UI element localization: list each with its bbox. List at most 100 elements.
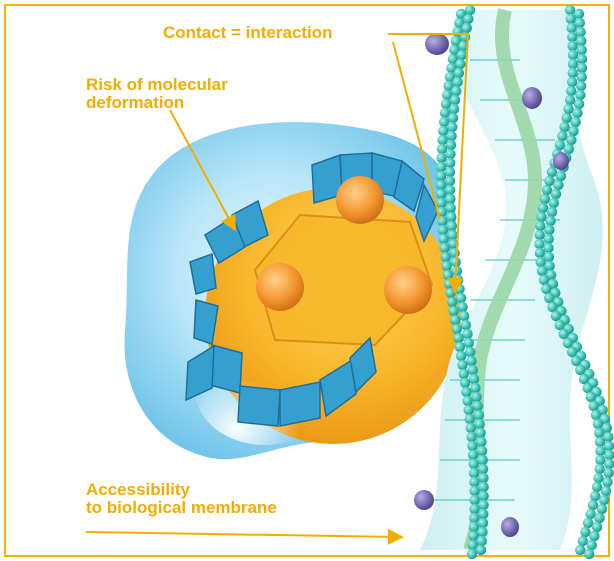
- lipid-head: [595, 437, 605, 447]
- lipid-head: [556, 171, 566, 181]
- lipid-head: [545, 216, 555, 226]
- lipid-head: [436, 162, 446, 172]
- lipid-head: [465, 414, 475, 424]
- lipid-head: [537, 266, 547, 276]
- lipid-head: [439, 234, 449, 244]
- lipid-head: [470, 383, 480, 393]
- lipid-head: [551, 311, 561, 321]
- lipid-head: [534, 239, 544, 249]
- lipid-head: [604, 450, 614, 460]
- lipid-head: [445, 167, 455, 177]
- lipid-head: [575, 90, 585, 100]
- lipid-head: [577, 63, 587, 73]
- lipid-head: [478, 482, 488, 492]
- lipid-head: [575, 545, 585, 555]
- lipid-head: [575, 365, 585, 375]
- lipid-head: [577, 54, 587, 64]
- lipid-head: [597, 504, 607, 514]
- lipid-head: [455, 59, 465, 69]
- atom-top: [336, 176, 384, 224]
- lipid-head: [565, 5, 575, 15]
- lipid-head: [466, 432, 476, 442]
- lipid-head: [593, 419, 603, 429]
- lipid-head: [584, 549, 594, 559]
- lipid-head: [449, 248, 459, 258]
- contact-label-text: Contact = interaction: [163, 24, 333, 42]
- lipid-head: [547, 207, 557, 217]
- lipid-head: [594, 428, 604, 438]
- lipid-head: [457, 302, 467, 312]
- lipid-head: [555, 320, 565, 330]
- lipid-head: [445, 185, 455, 195]
- lipid-head: [450, 315, 460, 325]
- lipid-head: [464, 338, 474, 348]
- lipid-head: [445, 158, 455, 168]
- lipid-head: [462, 396, 472, 406]
- membrane-protein: [414, 490, 434, 510]
- lipid-head: [566, 86, 576, 96]
- lipid-head: [576, 81, 586, 91]
- lipid-head: [567, 77, 577, 87]
- lipid-head: [536, 257, 546, 267]
- lipid-head: [577, 45, 587, 55]
- membrane-protein: [425, 33, 449, 55]
- lipid-head: [586, 392, 596, 402]
- lipid-head: [477, 527, 487, 537]
- lipid-head: [604, 459, 614, 469]
- lipid-head: [578, 536, 588, 546]
- lipid-head: [577, 72, 587, 82]
- lipid-head: [592, 482, 602, 492]
- lipid-head: [453, 333, 463, 343]
- atom-right: [384, 266, 432, 314]
- lipid-head: [468, 365, 478, 375]
- access-leader: [86, 532, 400, 537]
- lipid-head: [467, 441, 477, 451]
- lipid-head: [544, 293, 554, 303]
- lipid-head: [594, 513, 604, 523]
- lipid-head: [450, 95, 460, 105]
- lipid-head: [445, 194, 455, 204]
- lipid-head: [568, 126, 578, 136]
- lipid-head: [568, 50, 578, 60]
- lipid-head: [462, 23, 472, 33]
- lipid-head: [475, 419, 485, 429]
- lipid-head: [583, 518, 593, 528]
- lipid-head: [478, 518, 488, 528]
- lipid-head: [592, 522, 602, 532]
- lipid-head: [595, 464, 605, 474]
- lipid-head: [587, 540, 597, 550]
- lipid-head: [574, 99, 584, 109]
- lipid-head: [563, 104, 573, 114]
- lipid-head: [461, 387, 471, 397]
- lipid-head: [469, 374, 479, 384]
- lipid-head: [447, 221, 457, 231]
- lipid-head: [582, 383, 592, 393]
- lipid-head: [535, 221, 545, 231]
- lipid-head: [565, 95, 575, 105]
- lipid-head: [463, 14, 473, 24]
- lipid-head: [469, 459, 479, 469]
- lipid-head: [571, 356, 581, 366]
- lipid-head: [446, 140, 456, 150]
- lipid-head: [541, 284, 551, 294]
- lipid-head: [461, 320, 471, 330]
- lipid-head: [456, 293, 466, 303]
- lipid-head: [478, 509, 488, 519]
- lipid-head: [477, 536, 487, 546]
- lipid-head: [439, 243, 449, 253]
- lipid-head: [563, 338, 573, 348]
- lipid-head: [544, 234, 554, 244]
- lipid-head: [466, 356, 476, 366]
- lipid-head: [451, 86, 461, 96]
- lipid-head: [589, 531, 599, 541]
- lipid-head: [571, 117, 581, 127]
- membrane-protein: [522, 87, 542, 109]
- lipid-head: [457, 360, 467, 370]
- membrane-protein: [501, 517, 519, 537]
- lipid-head: [588, 500, 598, 510]
- lipid-head: [465, 347, 475, 357]
- lipid-head: [549, 198, 559, 208]
- lipid-head: [568, 41, 578, 51]
- lipid-head: [445, 149, 455, 159]
- lipid-head: [449, 104, 459, 114]
